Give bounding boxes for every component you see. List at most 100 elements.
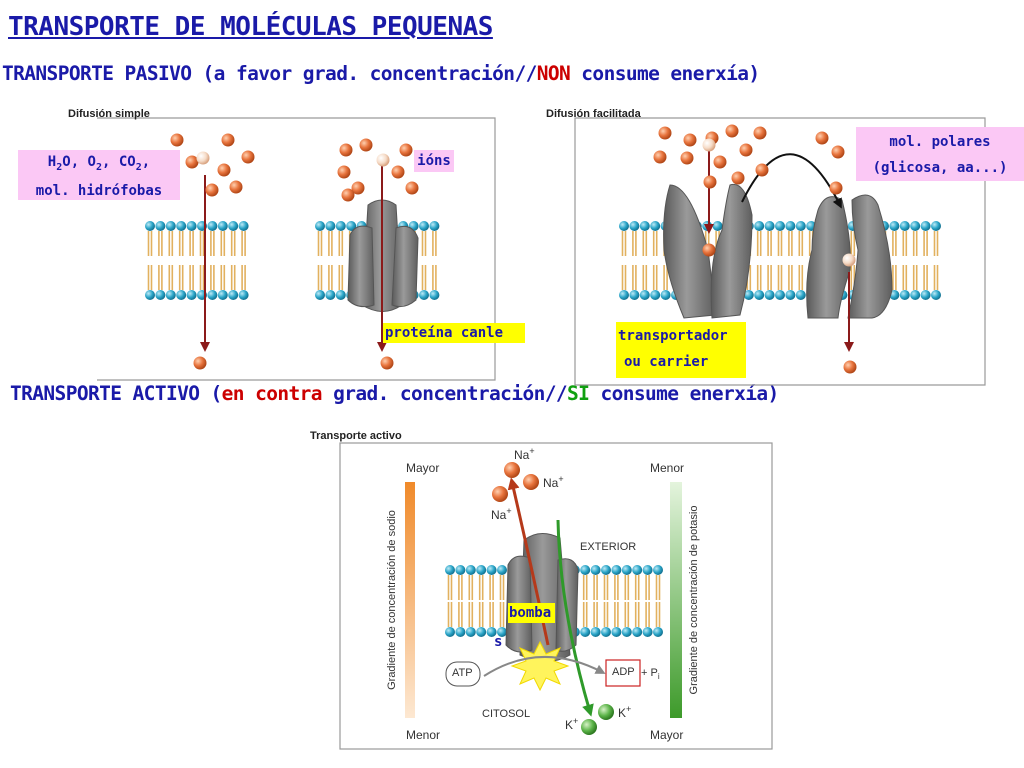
lipid-head — [920, 290, 931, 300]
molecule — [341, 188, 355, 202]
lipid-head — [899, 221, 910, 231]
lipid-head — [920, 221, 931, 231]
potassium-ion — [581, 719, 597, 735]
molecule — [185, 155, 199, 169]
molecule — [739, 143, 753, 157]
k-charge: + — [626, 704, 632, 714]
lipid-head — [619, 221, 629, 231]
lipid-head — [476, 627, 487, 637]
phospholipid — [497, 565, 507, 637]
hydrophobic-line-2: mol. hidrófobas — [35, 182, 163, 199]
lipid-head — [764, 221, 775, 231]
potassium-ion — [598, 704, 614, 720]
na-charge: + — [506, 506, 512, 516]
phospholipid — [325, 221, 336, 300]
lipid-head — [754, 290, 765, 300]
potassium-gradient-label: Gradiente de concentración de potasio — [688, 505, 700, 695]
co2-subscript: 2 — [135, 161, 142, 173]
phospholipid — [238, 221, 249, 300]
molecule — [725, 124, 739, 138]
phospholipid — [186, 221, 197, 300]
phospholipid — [176, 221, 187, 300]
pump-protein — [505, 533, 579, 662]
lipid-head — [429, 290, 440, 300]
passive-heading-emphasis: NON — [536, 62, 571, 85]
exterior-label: EXTERIOR — [580, 541, 637, 553]
comma-text: , — [141, 154, 151, 170]
active-heading-p2: grad. concentración// — [321, 382, 568, 405]
molecule — [829, 181, 843, 195]
lipid-head — [639, 221, 650, 231]
lipid-head — [590, 565, 601, 575]
lipid-head — [419, 290, 429, 300]
lipid-head — [775, 221, 785, 231]
potassium-ion-label: K+ — [565, 716, 578, 732]
phospholipid — [611, 565, 622, 637]
molecule — [351, 181, 365, 195]
phosphate-label: + Pi — [641, 667, 660, 681]
lipid-head — [455, 565, 466, 575]
phospholipid — [445, 565, 455, 637]
molecule — [405, 181, 419, 195]
simple-diffusion-frame — [97, 117, 496, 381]
lipid-head — [228, 290, 239, 300]
molecule — [359, 138, 373, 152]
h-symbol: H — [47, 154, 57, 170]
lipid-head — [476, 565, 487, 575]
sodium-ion — [492, 486, 508, 502]
atp-label: ATP — [452, 667, 473, 679]
polar-molecules-label: mol. polares (glicosa, aa...) — [856, 127, 1024, 181]
lipid-head — [712, 221, 723, 231]
molecule — [241, 150, 255, 164]
lipid-head — [217, 221, 228, 231]
molecule-highlighted — [842, 253, 856, 267]
molecule — [229, 180, 243, 194]
page-title: TRANSPORTE DE MOLÉCULAS PEQUENAS — [8, 12, 493, 42]
lipid-head — [145, 221, 155, 231]
sodium-ion — [523, 474, 539, 490]
lipid-head — [455, 627, 466, 637]
phospholipid — [590, 565, 601, 637]
active-transport-heading: TRANSPORTE ACTIVO (en contra grad. conce… — [10, 382, 779, 405]
molecule — [653, 150, 667, 164]
adp-label: ADP — [612, 666, 635, 678]
lipid-head — [632, 627, 643, 637]
phospholipid — [650, 221, 661, 300]
molecule — [339, 143, 353, 157]
lipid-head — [899, 290, 910, 300]
k-charge: + — [573, 716, 579, 726]
lipid-head — [642, 627, 653, 637]
phospholipid — [429, 221, 440, 300]
molecule — [337, 165, 351, 179]
pump-label-suffix: s — [494, 634, 503, 650]
molecule — [170, 133, 184, 147]
atp-hydrolysis-arrow — [483, 656, 606, 677]
na-charge: + — [558, 474, 564, 484]
lipid-head — [764, 290, 775, 300]
lipid-head — [580, 627, 591, 637]
phospholipid — [785, 221, 796, 300]
carrier-label: transportador ou carrier — [616, 322, 746, 378]
na-symbol: Na — [514, 448, 530, 462]
lipid-head — [486, 627, 497, 637]
lipid-head — [155, 221, 166, 231]
sodium-gradient-label: Gradiente de concentración de sodio — [386, 510, 398, 690]
passive-heading-prefix: TRANSPORTE PASIVO (a favor grad. concent… — [2, 62, 537, 85]
lipid-head — [642, 565, 653, 575]
lipid-head — [145, 290, 155, 300]
co2-text: , CO — [102, 154, 136, 170]
left-top-level: Mayor — [406, 461, 440, 475]
molecule — [753, 126, 767, 140]
lipid-head — [315, 221, 325, 231]
phospholipid — [145, 221, 155, 300]
active-heading-emphasis-2: SI — [567, 382, 590, 405]
lipid-head — [910, 290, 921, 300]
carrier-protein-open-in — [806, 194, 893, 319]
phospholipid — [642, 565, 653, 637]
lipid-head — [186, 290, 197, 300]
carrier-protein-open-out — [663, 183, 753, 319]
phospholipid — [775, 221, 785, 300]
molecule — [658, 126, 672, 140]
lipid-head — [419, 221, 429, 231]
lipid-head — [632, 565, 643, 575]
